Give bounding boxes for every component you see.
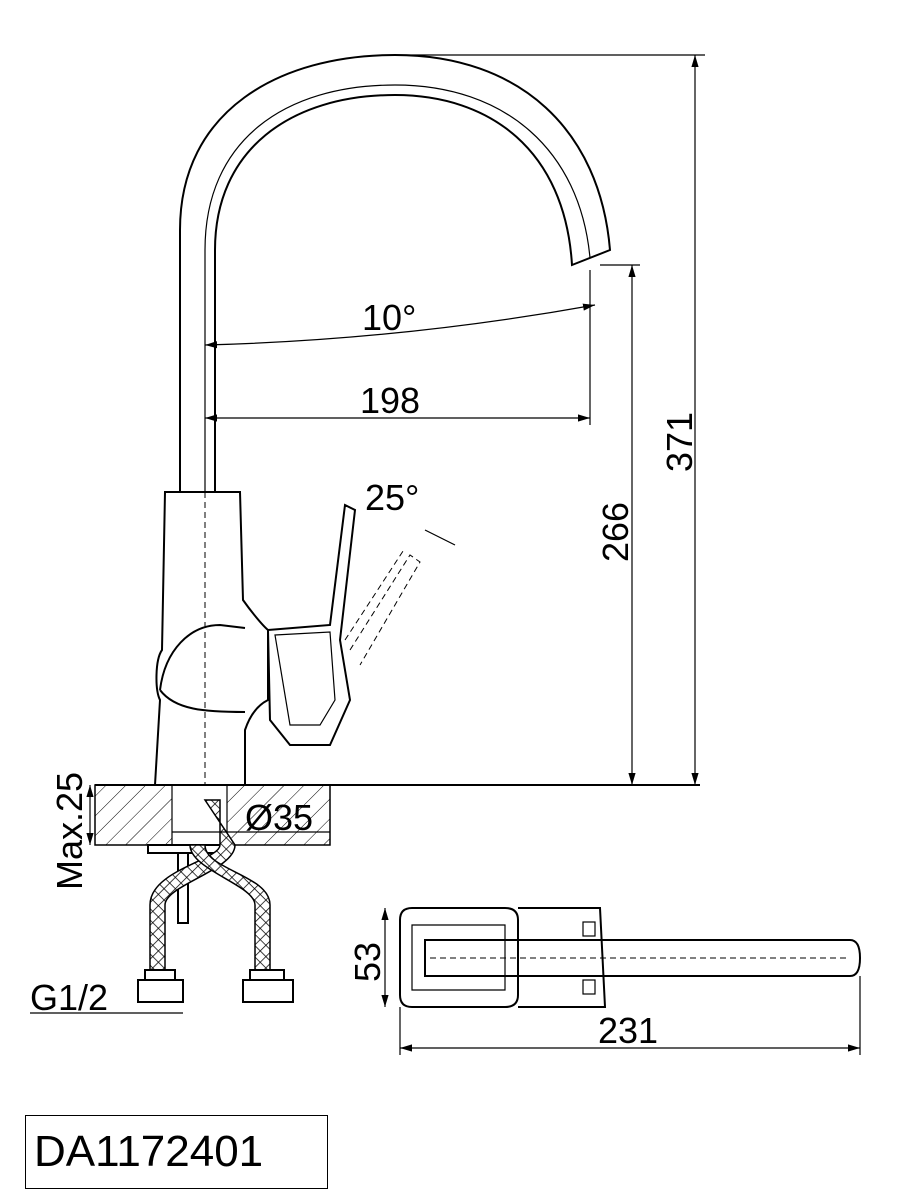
dim-total-height: 371 (659, 412, 700, 472)
dim-connection-thread: G1/2 (30, 977, 108, 1018)
dim-top-length: 231 (598, 1010, 658, 1051)
dim-handle-angle: 25° (365, 477, 419, 518)
faucet-body (153, 491, 456, 786)
dim-spout-height: 266 (595, 502, 636, 562)
dimension-lines (30, 54, 861, 1055)
dim-spout-reach: 198 (360, 380, 420, 421)
countertop-section (94, 784, 700, 924)
dim-hole-diameter: Ø35 (245, 797, 313, 838)
spout (179, 53, 612, 492)
top-view (399, 907, 862, 1008)
dim-max-counter: Max.25 (49, 772, 90, 890)
dim-spout-angle: 10° (362, 297, 416, 338)
dim-top-width: 53 (347, 942, 388, 982)
supply-hoses (137, 799, 294, 1003)
model-number-label: DA1172401 (25, 1115, 328, 1189)
